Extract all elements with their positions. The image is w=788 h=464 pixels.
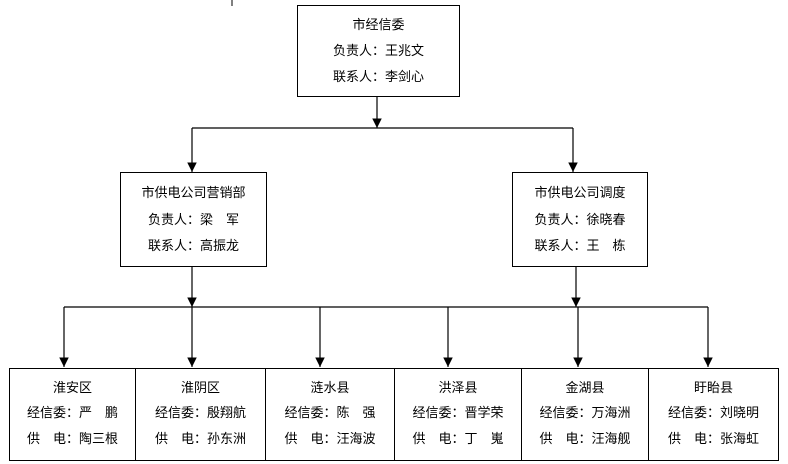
power-name: 汪海舰 [591, 432, 631, 447]
power-label: 供 电： [412, 432, 465, 447]
node-title: 淮阴区 [180, 381, 220, 396]
contact-label: 联系人： [534, 239, 587, 254]
node-title: 淮安区 [52, 381, 92, 396]
node-title: 盱眙县 [693, 381, 733, 396]
node-bottom: 盱眙县 经信委：刘晓明 供 电：张海虹 [648, 368, 779, 461]
node-bottom: 洪泽县 经信委：晋学荣 供 电：丁 嵬 [394, 368, 522, 461]
responsible-line: 负责人：徐晓春 [513, 213, 647, 229]
contact-line: 联系人：高振龙 [121, 239, 266, 255]
jxw-line: 经信委：陈 强 [266, 406, 394, 422]
node-title: 市经信委 [352, 18, 405, 33]
responsible-label: 负责人： [534, 213, 587, 228]
jxw-line: 经信委：刘晓明 [649, 406, 778, 422]
power-line: 供 电：孙东洲 [136, 432, 265, 448]
contact-line: 联系人：李剑心 [298, 70, 459, 86]
power-name: 孙东洲 [207, 432, 247, 447]
node-title: 市供电公司营销部 [141, 186, 246, 201]
node-mid-left: 市供电公司营销部 负责人：梁 军 联系人：高振龙 [120, 172, 267, 267]
node-bottom: 金湖县 经信委：万海洲 供 电：汪海舰 [521, 368, 649, 461]
contact-label: 联系人： [332, 70, 385, 85]
jxw-name: 刘晓明 [720, 406, 760, 421]
node-bottom: 涟水县 经信委：陈 强 供 电：汪海波 [265, 368, 395, 461]
contact-line: 联系人：王 栋 [513, 239, 647, 255]
power-line: 供 电：张海虹 [649, 432, 778, 448]
contact-name: 王 栋 [586, 239, 626, 254]
contact-name: 李剑心 [385, 70, 425, 85]
node-bottom: 淮安区 经信委：严 鹏 供 电：陶三根 [9, 368, 136, 461]
jxw-label: 经信委： [154, 406, 207, 421]
jxw-name: 万海洲 [591, 406, 631, 421]
power-label: 供 电： [539, 432, 592, 447]
responsible-name: 徐晓春 [586, 213, 626, 228]
jxw-label: 经信委： [539, 406, 592, 421]
jxw-label: 经信委： [284, 406, 337, 421]
responsible-line: 负责人：梁 军 [121, 213, 266, 229]
node-top: 市经信委 负责人：王兆文 联系人：李剑心 [297, 5, 460, 97]
power-line: 供 电：陶三根 [10, 432, 135, 448]
responsible-line: 负责人：王兆文 [298, 44, 459, 60]
jxw-name: 陈 强 [336, 406, 376, 421]
jxw-line: 经信委：晋学荣 [395, 406, 521, 422]
power-name: 丁 嵬 [464, 432, 504, 447]
jxw-label: 经信委： [412, 406, 465, 421]
node-title: 金湖县 [565, 381, 605, 396]
power-label: 供 电： [26, 432, 79, 447]
responsible-name: 王兆文 [385, 44, 425, 59]
responsible-name: 梁 军 [200, 213, 240, 228]
contact-name: 高振龙 [200, 239, 240, 254]
responsible-label: 负责人： [147, 213, 200, 228]
power-label: 供 电： [667, 432, 720, 447]
jxw-name: 严 鹏 [79, 406, 119, 421]
node-title: 涟水县 [310, 381, 350, 396]
jxw-name: 晋学荣 [464, 406, 504, 421]
jxw-label: 经信委： [667, 406, 720, 421]
responsible-label: 负责人： [332, 44, 385, 59]
node-mid-right: 市供电公司调度 负责人：徐晓春 联系人：王 栋 [512, 172, 648, 267]
jxw-line: 经信委：万海洲 [522, 406, 648, 422]
jxw-line: 经信委：殷翔航 [136, 406, 265, 422]
power-label: 供 电： [154, 432, 207, 447]
power-name: 汪海波 [336, 432, 376, 447]
power-name: 张海虹 [720, 432, 760, 447]
node-title: 洪泽县 [438, 381, 478, 396]
jxw-line: 经信委：严 鹏 [10, 406, 135, 422]
power-line: 供 电：汪海波 [266, 432, 394, 448]
node-bottom: 淮阴区 经信委：殷翔航 供 电：孙东洲 [135, 368, 266, 461]
power-line: 供 电：丁 嵬 [395, 432, 521, 448]
power-name: 陶三根 [79, 432, 119, 447]
power-label: 供 电： [284, 432, 337, 447]
jxw-label: 经信委： [26, 406, 79, 421]
node-title: 市供电公司调度 [534, 186, 626, 201]
power-line: 供 电：汪海舰 [522, 432, 648, 448]
jxw-name: 殷翔航 [207, 406, 247, 421]
contact-label: 联系人： [147, 239, 200, 254]
